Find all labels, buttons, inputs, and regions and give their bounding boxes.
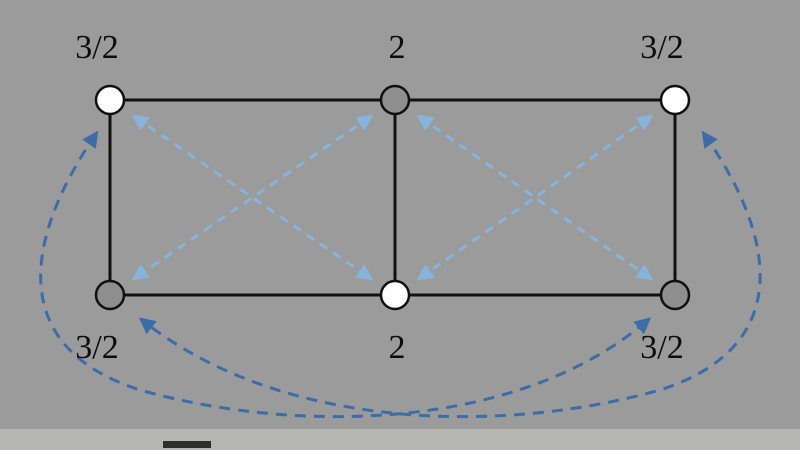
bottom-strip-mark bbox=[163, 441, 211, 448]
node-label-top-right: 3/2 bbox=[640, 29, 683, 66]
node-label-top-left: 3/2 bbox=[75, 29, 118, 66]
node-top-right bbox=[659, 84, 691, 116]
node-label-bottom-right: 3/2 bbox=[640, 329, 683, 366]
long-arrow-top-right--bottom-left bbox=[138, 130, 762, 419]
node-label-bottom-middle: 2 bbox=[389, 329, 406, 366]
node-top-left bbox=[94, 84, 126, 116]
node-bottom-right bbox=[659, 279, 691, 311]
node-bottom-left bbox=[94, 279, 126, 311]
node-top-middle bbox=[379, 84, 411, 116]
long-arrow-top-left--bottom-right bbox=[39, 130, 652, 419]
node-label-top-middle: 2 bbox=[389, 29, 406, 66]
bottom-strip bbox=[0, 429, 800, 450]
node-label-bottom-left: 3/2 bbox=[75, 329, 118, 366]
node-bottom-middle bbox=[379, 279, 411, 311]
